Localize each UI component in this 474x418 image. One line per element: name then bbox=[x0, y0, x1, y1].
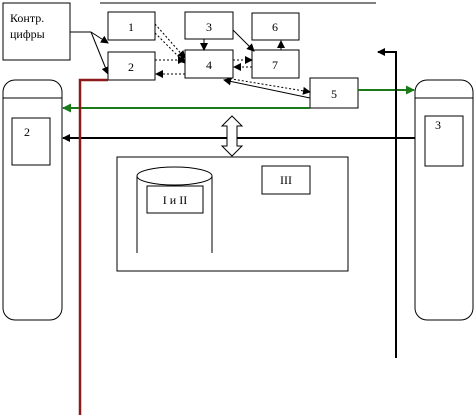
link-1-to-4b bbox=[154, 32, 186, 64]
control-digits-box: Контр. цифры bbox=[2, 2, 71, 61]
block-4-label: 4 bbox=[206, 58, 212, 72]
right-column-label: 3 bbox=[435, 118, 441, 132]
block-3-label: 3 bbox=[206, 20, 212, 34]
block-2-label: 2 bbox=[128, 60, 134, 74]
block-3: 3 bbox=[184, 11, 234, 40]
right-column: 3 bbox=[414, 79, 474, 321]
block-5-label: 5 bbox=[331, 87, 337, 101]
block-6-label: 6 bbox=[272, 20, 278, 34]
link-3-to-7 bbox=[232, 29, 255, 52]
link-4-to-5 bbox=[225, 77, 311, 95]
cylinder-label: I и II bbox=[163, 193, 187, 207]
double-arrow bbox=[220, 115, 244, 157]
block-1-label: 1 bbox=[128, 20, 134, 34]
block-6: 6 bbox=[251, 12, 300, 41]
black-vertical-right bbox=[377, 48, 397, 358]
database-label: III bbox=[280, 173, 292, 187]
block-7: 7 bbox=[251, 49, 300, 79]
control-label-line1: Контр. bbox=[10, 11, 44, 25]
red-line bbox=[78, 78, 108, 415]
block-1: 1 bbox=[107, 11, 156, 41]
control-label-line2: цифры bbox=[10, 27, 45, 41]
link-1-to-4a bbox=[154, 23, 186, 59]
block-2: 2 bbox=[107, 51, 156, 81]
block-5: 5 bbox=[309, 77, 359, 109]
arrow-control-to-1b bbox=[90, 31, 109, 44]
database-area: I и II III bbox=[116, 156, 349, 272]
block-4: 4 bbox=[184, 49, 234, 79]
arrow-control-to-2 bbox=[90, 31, 110, 75]
left-column: 2 bbox=[2, 79, 63, 321]
block-7-label: 7 bbox=[272, 58, 278, 72]
left-column-label: 2 bbox=[24, 125, 30, 139]
link-5-to-4 bbox=[223, 77, 311, 99]
